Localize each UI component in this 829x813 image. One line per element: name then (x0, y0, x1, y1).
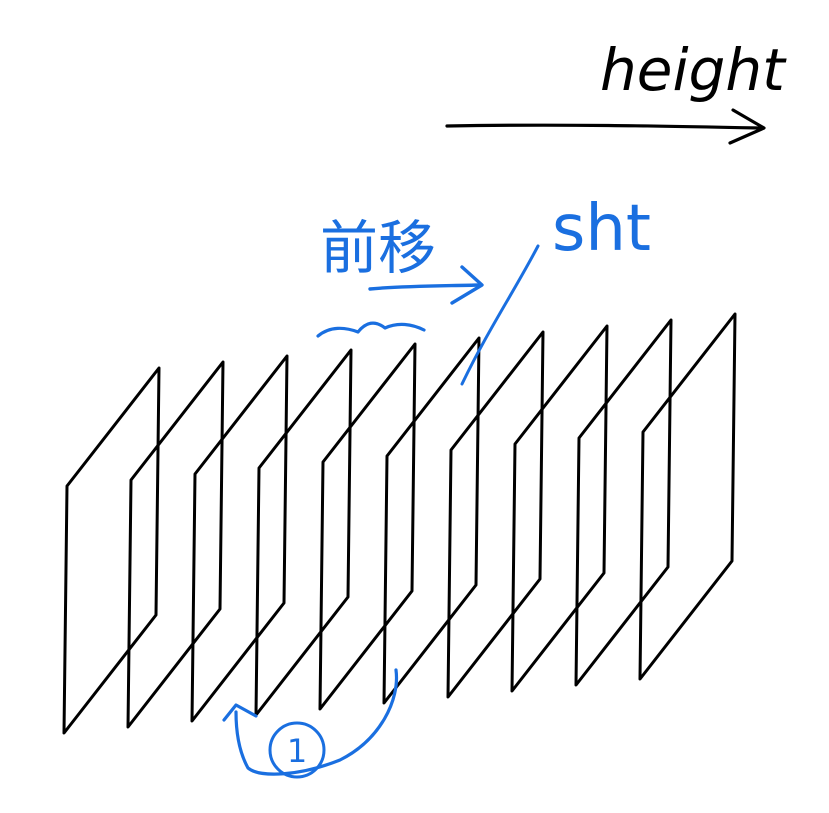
plane-2 (126, 360, 225, 729)
plane-stack (62, 312, 737, 735)
sht-label: sht (552, 192, 651, 266)
step-annotation: 1 (222, 668, 399, 779)
shift-arrow-head (450, 265, 484, 305)
shift-label-cn: 前移 (320, 214, 436, 282)
plane-5 (318, 342, 417, 711)
plane-7 (446, 330, 545, 699)
shift-annotation: 前移 sht (316, 192, 651, 386)
plane-3 (190, 354, 289, 723)
step-marker-circle (268, 721, 326, 779)
sht-leader-line (460, 244, 540, 386)
plane-8 (510, 324, 609, 693)
plane-10 (638, 312, 737, 681)
plane-1 (62, 366, 161, 735)
height-arrow-head (728, 108, 766, 145)
step-loop-arrow (234, 668, 399, 776)
step-loop-arrow-head (222, 703, 258, 722)
brace-mark (316, 321, 426, 338)
height-arrow-shaft (445, 123, 762, 130)
plane-6 (382, 336, 481, 705)
height-axis: height (445, 36, 787, 145)
plane-9 (574, 318, 673, 687)
step-marker-number: 1 (287, 732, 307, 770)
plane-4 (254, 348, 353, 717)
height-label: height (600, 36, 787, 104)
shift-arrow-shaft (368, 283, 482, 291)
